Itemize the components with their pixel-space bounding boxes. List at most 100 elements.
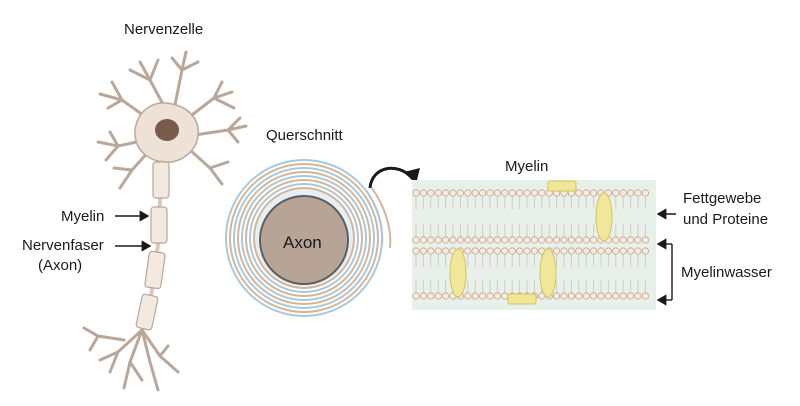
axon-core xyxy=(259,195,349,285)
lipid-head xyxy=(538,236,546,244)
myelin-water-label: Myelinwasser xyxy=(681,264,772,281)
lipid-head xyxy=(419,292,427,300)
lipid-head xyxy=(619,247,627,255)
lipid-head xyxy=(486,292,494,300)
lipid-head xyxy=(478,247,487,255)
lipid-head xyxy=(478,189,487,197)
lipid-head xyxy=(552,247,561,255)
lipid-head xyxy=(560,292,568,300)
lipid-head xyxy=(508,189,516,197)
membrane-proteins xyxy=(449,180,613,305)
lipid-head xyxy=(589,292,598,300)
lipid-head xyxy=(589,247,598,255)
lipid-head xyxy=(434,292,442,300)
lipid-head xyxy=(456,189,464,197)
lipid-head xyxy=(434,236,442,244)
lipid-head xyxy=(582,236,590,244)
lipid-head xyxy=(597,247,605,255)
lipid-head xyxy=(412,189,420,197)
lipid-head xyxy=(575,247,583,255)
lipid-head xyxy=(604,292,613,300)
lipid-head xyxy=(508,236,516,244)
lipid-head xyxy=(560,247,568,255)
lipid-head xyxy=(626,236,635,244)
lipid-head xyxy=(567,292,576,300)
lipid-head xyxy=(619,292,627,300)
lipid-head xyxy=(515,247,524,255)
lipid-head xyxy=(427,247,435,255)
lipid-head xyxy=(449,189,457,197)
lipid-head xyxy=(641,236,650,244)
lipid-head xyxy=(515,236,524,244)
lipid-head xyxy=(419,236,427,244)
lipid-head xyxy=(493,292,501,300)
lipid-head xyxy=(419,247,427,255)
lipid-head xyxy=(464,292,472,300)
lipid-head xyxy=(538,189,546,197)
lipid-head xyxy=(486,189,494,197)
lipid-head xyxy=(575,189,583,197)
lipid-head xyxy=(486,247,494,255)
lipid-head xyxy=(464,189,472,197)
myelin-detail-label: Myelin xyxy=(505,158,549,175)
lipid-head xyxy=(589,236,598,244)
lipid-head xyxy=(456,236,464,244)
lipid-head xyxy=(523,189,531,197)
zoom-arrow xyxy=(368,166,414,189)
lipid-head xyxy=(427,189,435,197)
lipid-head xyxy=(560,236,568,244)
lipid-head xyxy=(612,236,620,244)
lipid-head xyxy=(478,292,487,300)
lipid-head xyxy=(434,189,442,197)
lipid-head xyxy=(582,189,590,197)
nerve-fiber-label-sub: (Axon) xyxy=(38,257,83,274)
fat-protein-label-sub: und Proteine xyxy=(683,211,769,228)
neuron xyxy=(82,50,248,392)
lipid-head xyxy=(478,236,487,244)
lipid-head xyxy=(545,236,553,244)
lipid-head xyxy=(641,292,650,300)
myelin-sheaths xyxy=(135,161,170,331)
lipid-head xyxy=(412,236,420,244)
lipid-head xyxy=(589,189,598,197)
lipid-head xyxy=(427,292,435,300)
lipid-head xyxy=(530,247,539,255)
lipid-head xyxy=(464,247,472,255)
lipid-head xyxy=(626,292,635,300)
lipid-head xyxy=(575,292,583,300)
lipid-head xyxy=(441,189,450,197)
lipid-head xyxy=(441,292,450,300)
fat-protein-label: Fettgewebe xyxy=(683,190,762,207)
lipid-head xyxy=(515,189,524,197)
lipid-head xyxy=(493,247,501,255)
lipid-head xyxy=(612,247,620,255)
lipid-head xyxy=(582,247,590,255)
lipid-head xyxy=(412,292,420,300)
lipid-head xyxy=(530,189,539,197)
axon-terminals xyxy=(82,326,180,392)
lipid-head xyxy=(552,292,561,300)
myelin-label: Myelin xyxy=(61,208,105,225)
lipid-head xyxy=(626,189,635,197)
lipid-head xyxy=(412,247,420,255)
lipid-head xyxy=(612,292,620,300)
lipid-head xyxy=(493,236,501,244)
lipid-head xyxy=(471,189,479,197)
lipid-head xyxy=(501,247,509,255)
lipid-head xyxy=(449,236,457,244)
lipid-head xyxy=(493,189,501,197)
lipid-head xyxy=(567,247,576,255)
nerve-fiber-label: Nervenfaser xyxy=(22,237,104,254)
lipid-head xyxy=(464,236,472,244)
lipid-head xyxy=(471,292,479,300)
lipid-head xyxy=(441,247,450,255)
lipid-head xyxy=(634,292,642,300)
lipid-head xyxy=(501,292,509,300)
lipid-head xyxy=(641,247,650,255)
lipid-head xyxy=(582,292,590,300)
lipid-head xyxy=(486,236,494,244)
lipid-head xyxy=(597,292,605,300)
lipid-head xyxy=(634,247,642,255)
lipid-head xyxy=(552,236,561,244)
